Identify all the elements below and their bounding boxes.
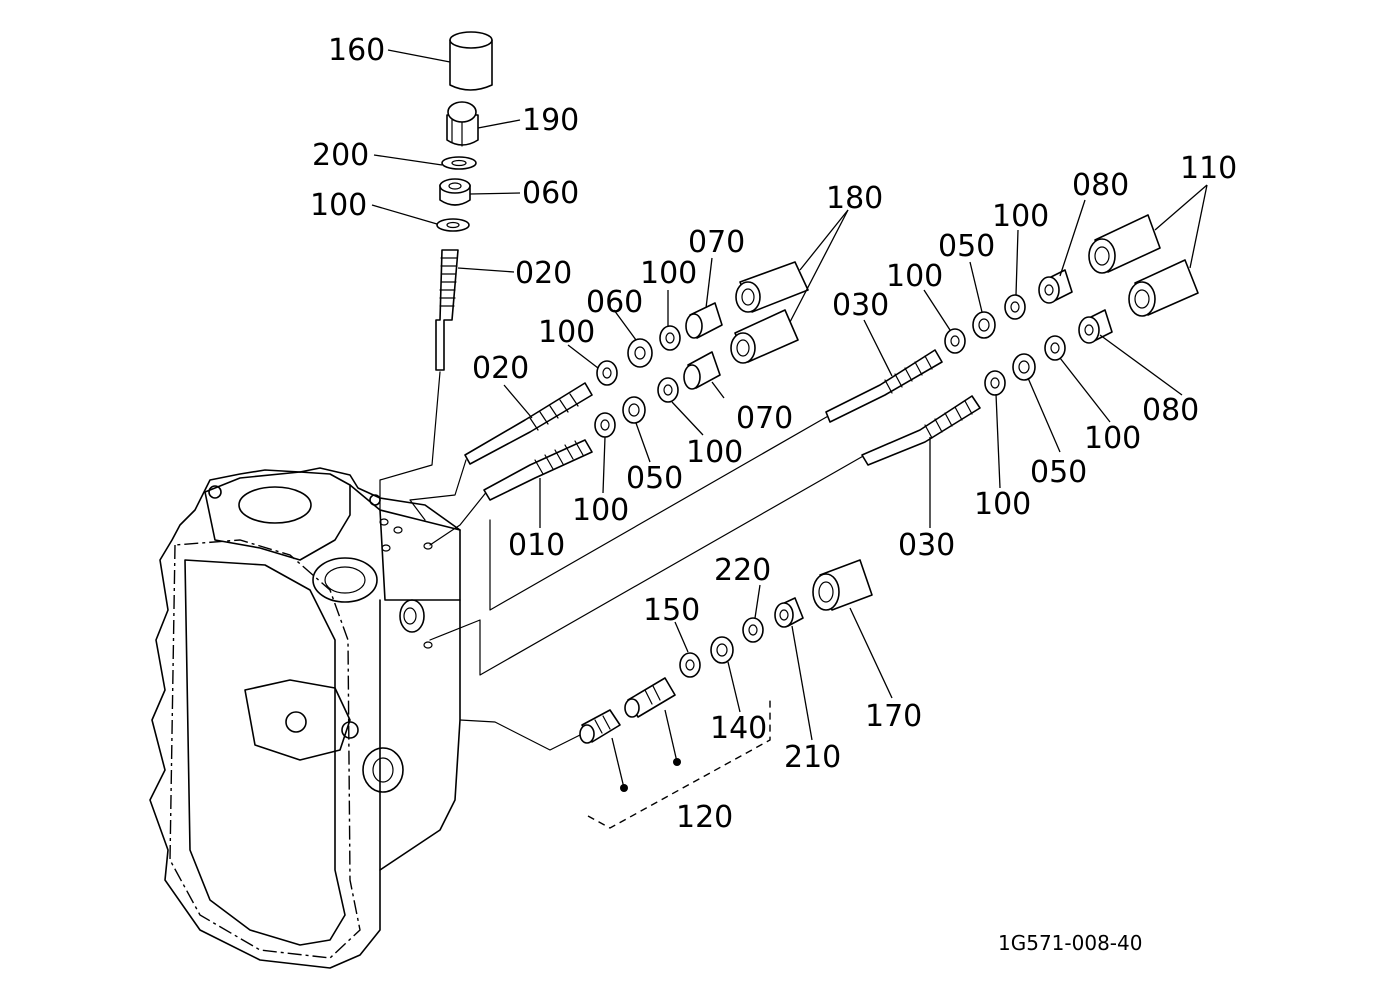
spool-030-a [825, 349, 943, 423]
callout-170: 170 [865, 699, 922, 734]
callout-050-a: 050 [626, 461, 683, 496]
callout-210: 210 [784, 740, 841, 775]
callout-220: 220 [714, 553, 771, 588]
washer-100-b [659, 325, 681, 351]
sleeve-110-b [1128, 259, 1199, 317]
washer-100-h [1044, 335, 1066, 361]
callout-100-a: 100 [640, 256, 697, 291]
plug-small [579, 709, 621, 744]
nut-060-top [439, 178, 471, 206]
plug-070-a [685, 302, 723, 339]
callout-190: 190 [522, 103, 579, 138]
callout-050-c: 050 [1030, 455, 1087, 490]
lower-valve-group [579, 559, 873, 829]
callout-140: 140 [710, 711, 767, 746]
callout-100-e: 100 [992, 199, 1049, 234]
nut-140 [710, 636, 734, 664]
callout-080-a: 080 [1072, 168, 1129, 203]
washer-100-c [594, 412, 616, 438]
callout-020-b: 020 [472, 351, 529, 386]
plug-070-b [683, 351, 721, 390]
callout-160: 160 [328, 33, 385, 68]
callout-030-a: 030 [832, 288, 889, 323]
spool-010 [483, 439, 593, 501]
callout-100-c: 100 [686, 435, 743, 470]
sleeve-110-a [1088, 214, 1161, 274]
callout-010: 010 [508, 528, 565, 563]
vertical-valve-stack [435, 31, 493, 371]
spool-group-right [825, 214, 1199, 466]
callout-100-h: 100 [974, 487, 1031, 522]
washer-150 [679, 652, 701, 678]
washer-200 [441, 156, 477, 170]
callout-080-b: 080 [1142, 393, 1199, 428]
washer-100-g [984, 370, 1006, 396]
washer-100-a [596, 360, 618, 386]
plug-080-b [1078, 309, 1113, 344]
callout-120: 120 [676, 800, 733, 835]
callout-050-b: 050 [938, 229, 995, 264]
assembly-lines [379, 371, 866, 751]
spool-group-left [464, 261, 809, 501]
callout-100-f: 100 [886, 259, 943, 294]
callout-100-b: 100 [538, 315, 595, 350]
callout-150: 150 [643, 593, 700, 628]
nut-190 [446, 101, 479, 147]
callout-060-a: 060 [586, 285, 643, 320]
callout-200: 200 [312, 138, 369, 173]
washer-100-top [436, 218, 470, 232]
nut-050-b [972, 311, 996, 339]
callout-110: 110 [1180, 151, 1237, 186]
callout-070-b: 070 [736, 401, 793, 436]
sleeve-180-a [735, 261, 809, 313]
callout-020-top: 020 [515, 256, 572, 291]
nut-050-c [1012, 353, 1036, 381]
nut-060-a [627, 338, 653, 368]
spool-020-vertical [435, 249, 459, 371]
drawing-reference-code: 1G571-008-40 [998, 931, 1142, 955]
sleeve-180-b [730, 309, 799, 364]
washer-100-d [657, 377, 679, 403]
washer-220 [742, 617, 764, 643]
plug-080-a [1038, 269, 1073, 304]
callout-100-d: 100 [572, 493, 629, 528]
callout-180: 180 [826, 181, 883, 216]
leader-lines [371, 49, 1208, 741]
sleeve-170 [812, 559, 873, 611]
washer-100-e [944, 328, 966, 354]
spool-030-b [861, 395, 981, 466]
spring-seat [624, 677, 676, 718]
housing-casting [149, 467, 461, 969]
callout-100-top: 100 [310, 188, 367, 223]
callout-070-a: 070 [688, 225, 745, 260]
callout-labels: 160 190 200 060 100 020 180 070 100 060 … [310, 33, 1237, 835]
callout-060-top: 060 [522, 176, 579, 211]
nut-050-a [622, 396, 646, 424]
spool-020 [464, 382, 593, 465]
callout-030-b: 030 [898, 528, 955, 563]
washer-100-f [1004, 294, 1026, 320]
plug-210 [774, 597, 804, 628]
callout-100-g: 100 [1084, 421, 1141, 456]
cap-160 [449, 31, 493, 91]
